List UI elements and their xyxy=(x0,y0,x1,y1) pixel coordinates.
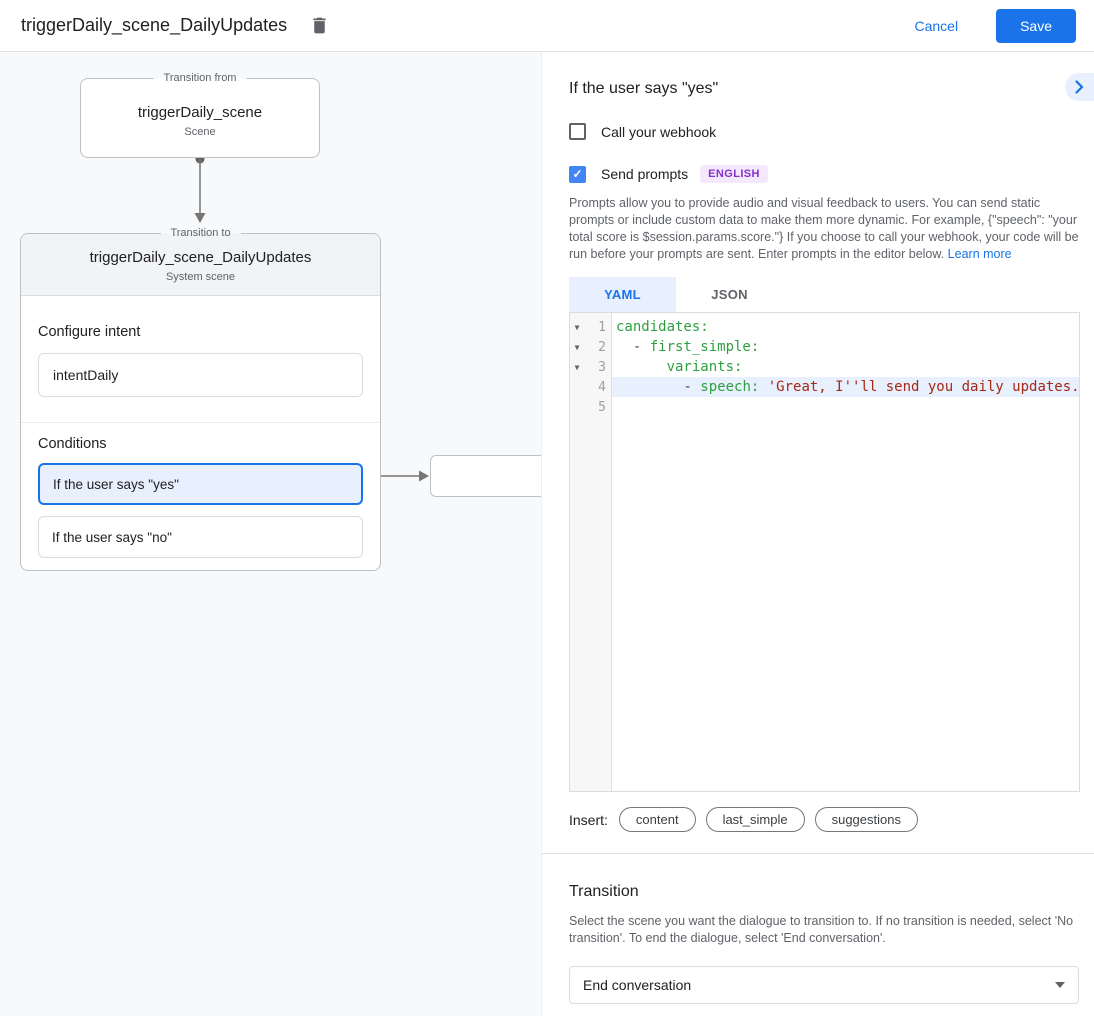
scene-name: triggerDaily_scene_DailyUpdates xyxy=(89,249,312,266)
transition-from-label: Transition from xyxy=(153,71,247,86)
scene-node-header: triggerDaily_scene_DailyUpdates System s… xyxy=(21,234,380,296)
gutter-row: ▼3 xyxy=(570,357,611,377)
insert-chip-content[interactable]: content xyxy=(618,807,696,832)
save-button[interactable]: Save xyxy=(996,8,1076,43)
gutter-row: 4 xyxy=(570,377,611,397)
insert-row: Insert: content last_simple suggestions xyxy=(569,807,1078,832)
scene-type: Scene xyxy=(184,126,216,138)
gutter-row: 5 xyxy=(570,397,611,417)
fold-arrow-icon[interactable]: ▼ xyxy=(574,322,580,332)
transition-to-label: Transition to xyxy=(160,226,241,241)
conditions-heading: Conditions xyxy=(38,436,107,452)
code-line xyxy=(612,397,1079,417)
send-prompts-row: ✓ Send prompts ENGLISH xyxy=(569,165,1078,183)
delete-button[interactable] xyxy=(309,15,330,36)
tab-json[interactable]: JSON xyxy=(711,287,748,302)
line-number: 5 xyxy=(598,399,606,415)
scene-type: System scene xyxy=(165,271,236,283)
line-number: 3 xyxy=(598,359,606,375)
prompts-description: Prompts allow you to provide audio and v… xyxy=(569,196,1079,261)
send-prompts-checkbox[interactable]: ✓ xyxy=(569,165,586,183)
fold-arrow-icon[interactable]: ▼ xyxy=(574,362,580,372)
configure-intent-heading: Configure intent xyxy=(38,324,141,340)
call-webhook-label: Call your webhook xyxy=(601,123,717,140)
flow-canvas[interactable]: Transition from triggerDaily_scene Scene… xyxy=(0,52,541,1016)
dropdown-caret-icon xyxy=(1055,982,1065,988)
editor-code: candidates: - first_simple: variants: - … xyxy=(612,313,1079,791)
scene-node-transition-to[interactable]: Transition to triggerDaily_scene_DailyUp… xyxy=(20,226,381,571)
trash-icon xyxy=(313,17,326,34)
tab-yaml[interactable]: YAML xyxy=(569,277,676,312)
gutter-row: ▼1 xyxy=(570,317,611,337)
panel-divider xyxy=(542,853,1094,854)
language-badge: ENGLISH xyxy=(700,165,768,183)
page-title: triggerDaily_scene_DailyUpdates xyxy=(21,15,288,35)
code-line: - speech: 'Great, I''ll send you daily u… xyxy=(612,377,1079,397)
insert-chips: content last_simple suggestions xyxy=(618,807,928,832)
condition-item[interactable]: If the user says "yes" xyxy=(38,463,363,505)
scene-name: triggerDaily_scene xyxy=(137,104,263,121)
code-line: - first_simple: xyxy=(616,339,760,355)
top-bar: triggerDaily_scene_DailyUpdates Cancel S… xyxy=(0,0,1094,52)
chevron-right-icon xyxy=(1075,80,1084,94)
webhook-row: Call your webhook xyxy=(569,123,1078,140)
transition-select[interactable]: End conversation xyxy=(569,966,1079,1004)
insert-chip-last_simple[interactable]: last_simple xyxy=(705,807,805,832)
insert-label: Insert: xyxy=(569,811,608,828)
transition-description: Select the scene you want the dialogue t… xyxy=(569,914,1074,945)
transition-heading: Transition xyxy=(569,883,639,900)
gutter-row: ▼2 xyxy=(570,337,611,357)
node-divider xyxy=(21,422,380,423)
editor-format-tabs: YAML JSON xyxy=(569,277,1080,313)
scene-node-target[interactable] xyxy=(430,455,541,497)
panel-title: If the user says "yes" xyxy=(569,80,719,97)
call-webhook-checkbox[interactable] xyxy=(569,123,586,140)
transition-select-value: End conversation xyxy=(583,977,692,993)
send-prompts-label: Send prompts xyxy=(601,166,689,182)
condition-detail-panel: If the user says "yes" Call your webhook… xyxy=(541,52,1094,1016)
scene-node-transition-from[interactable]: Transition from triggerDaily_scene Scene xyxy=(80,71,320,158)
intent-item[interactable]: intentDaily xyxy=(38,353,363,397)
line-number: 4 xyxy=(598,379,606,395)
code-line: variants: xyxy=(666,359,743,375)
learn-more-link[interactable]: Learn more xyxy=(947,247,1012,261)
fold-arrow-icon[interactable]: ▼ xyxy=(574,342,580,352)
conditions-list: If the user says "yes" If the user says "… xyxy=(21,463,380,558)
condition-item[interactable]: If the user says "no" xyxy=(38,516,363,558)
line-number: 2 xyxy=(598,339,606,355)
insert-chip-suggestions[interactable]: suggestions xyxy=(814,807,918,832)
code-line: candidates: xyxy=(616,319,709,335)
cancel-button[interactable]: Cancel xyxy=(914,17,959,34)
collapse-panel-button[interactable] xyxy=(1065,73,1094,101)
line-number: 1 xyxy=(598,319,606,335)
